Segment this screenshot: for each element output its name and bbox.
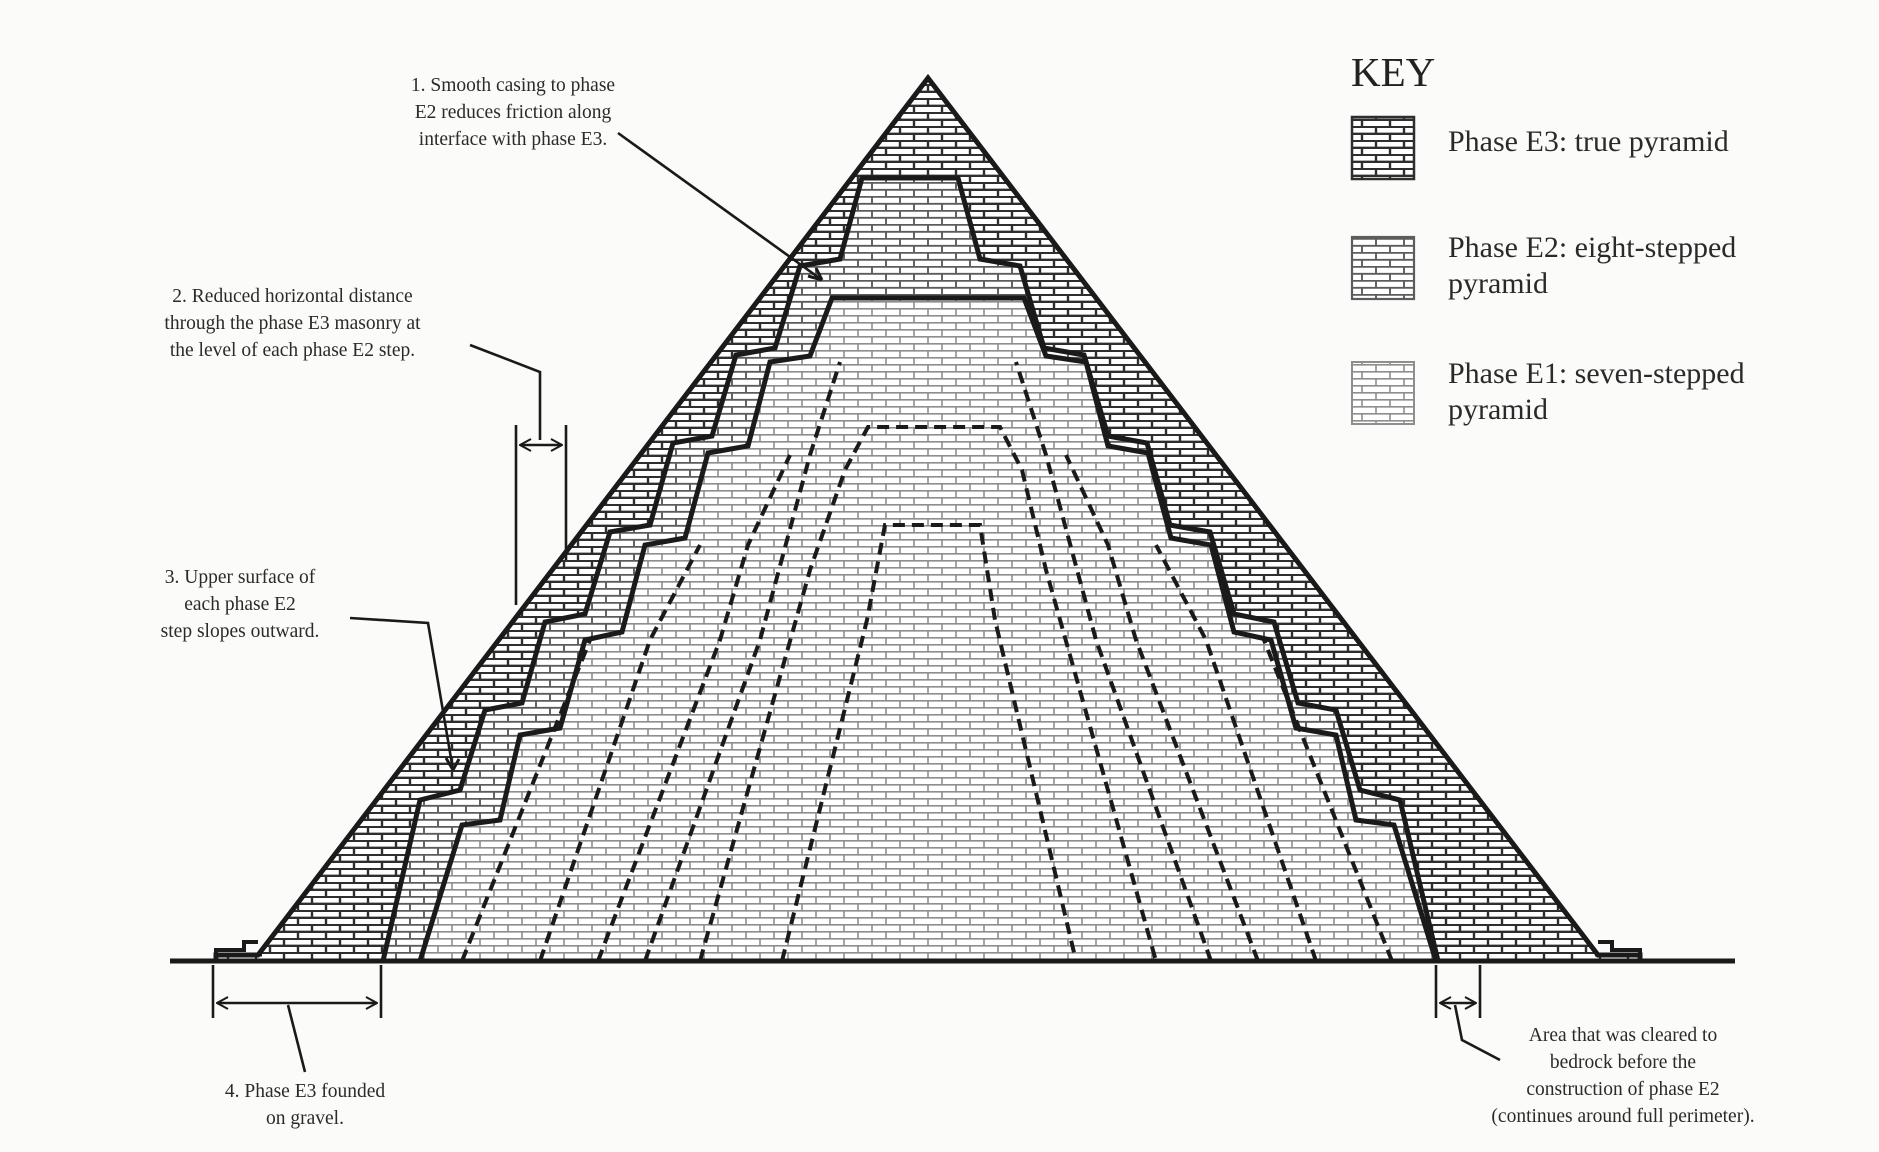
swatch-e2-icon <box>1350 235 1416 301</box>
annotation-5-line: Area that was cleared to <box>1528 1025 1718 1046</box>
annotation-1-smooth-casing: 1. Smooth casing to phase E2 reduces fri… <box>368 72 658 153</box>
annotation-3-line: each phase E2 <box>184 594 296 615</box>
annotation-1-line: 1. Smooth casing to phase <box>410 75 616 96</box>
annotation-5-line: bedrock before the <box>1549 1052 1697 1073</box>
annotation-4-line: on gravel. <box>266 1108 344 1129</box>
annotation-5-cleared-to-bedrock: Area that was cleared to bedrock before … <box>1438 1022 1808 1130</box>
key-label-e1-line2: pyramid <box>1448 393 1548 426</box>
annotation-3-upper-surface: 3. Upper surface of each phase E2 step s… <box>120 564 360 645</box>
key-label-e1-line1: Phase E1: seven-stepped <box>1448 357 1745 390</box>
swatch-e3-icon <box>1350 115 1416 181</box>
annotation-5-line: construction of phase E2 <box>1526 1079 1720 1100</box>
key-title: KEY <box>1351 49 1436 95</box>
key-label-e3-line1: Phase E3: true pyramid <box>1448 125 1729 158</box>
annotation-2-line: 2. Reduced horizontal distance <box>172 286 413 307</box>
annotation-3-line: 3. Upper surface of <box>164 567 316 588</box>
key-label-e2-line2: pyramid <box>1448 267 1548 300</box>
annotation-2-line: through the phase E3 masonry at <box>164 313 421 334</box>
annotation-4-founded-on-gravel: 4. Phase E3 founded on gravel. <box>180 1078 430 1132</box>
annotation-2-reduced-distance: 2. Reduced horizontal distance through t… <box>120 283 465 364</box>
annotation-leaders <box>211 131 1501 1073</box>
annotation-2-line: the level of each phase E2 step. <box>169 340 416 361</box>
annotation-4-line: 4. Phase E3 founded <box>224 1081 386 1102</box>
annotation-1-line: interface with phase E3. <box>418 129 608 150</box>
key-label-e2-line1: Phase E2: eight-stepped <box>1448 231 1737 264</box>
annotation-1-line: E2 reduces friction along <box>414 102 612 123</box>
key-label-e3: Phase E3: true pyramid <box>1448 124 1729 160</box>
annotation-5-line: (continues around full perimeter). <box>1491 1106 1755 1127</box>
key-label-e1: Phase E1: seven-stepped pyramid <box>1448 356 1745 428</box>
key-swatches <box>1350 115 1416 425</box>
key-label-e2: Phase E2: eight-stepped pyramid <box>1448 230 1736 302</box>
swatch-e1-icon <box>1351 361 1415 425</box>
annotation-3-line: step slopes outward. <box>160 621 320 642</box>
dashed-inner-accretion-lines <box>460 361 1394 962</box>
